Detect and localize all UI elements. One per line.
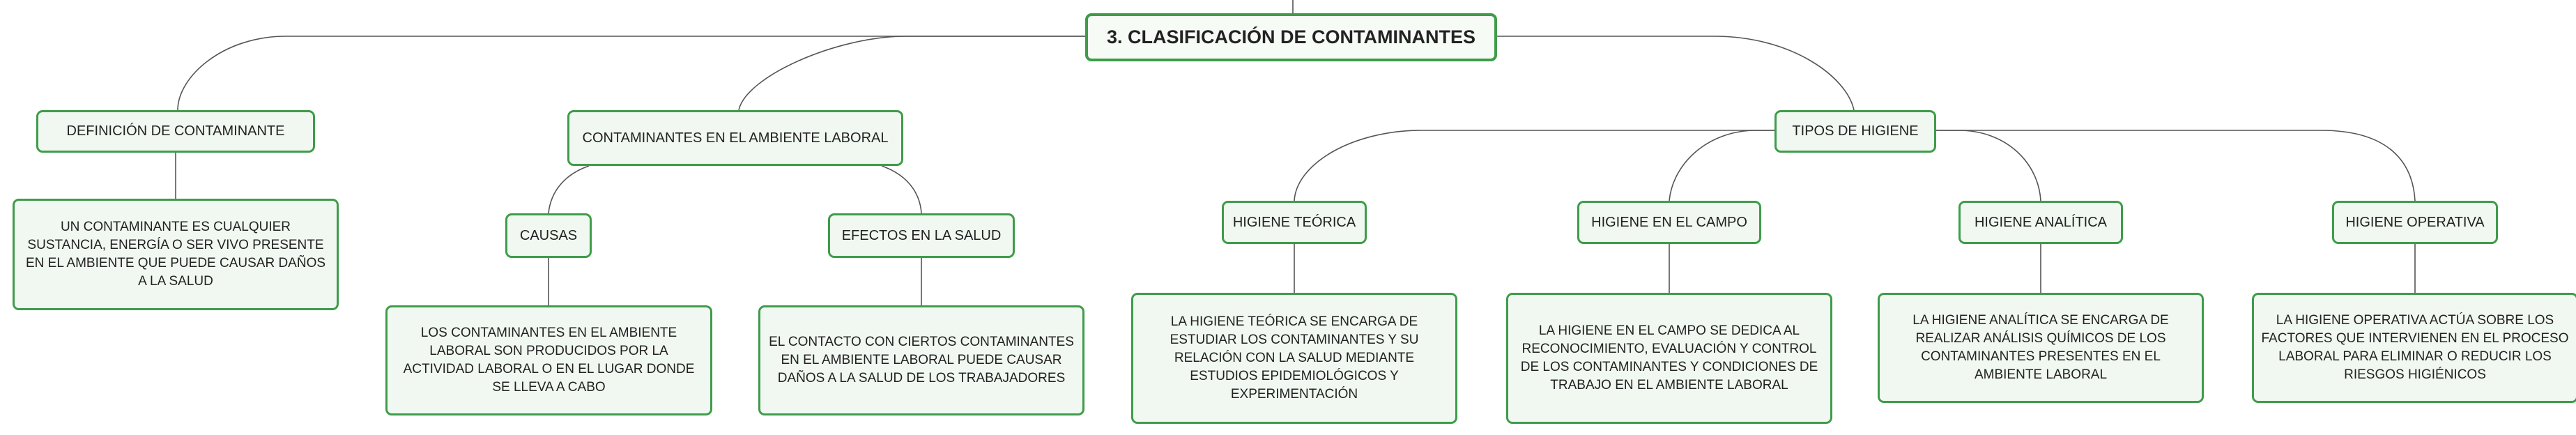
root-node-title[interactable]: 3. CLASIFICACIÓN DE CONTAMINANTES bbox=[1085, 13, 1497, 61]
connector-ambiente-causas bbox=[548, 165, 590, 214]
node-higiene-campo[interactable]: HIGIENE EN EL CAMPO bbox=[1577, 201, 1761, 244]
node-higiene-teorica[interactable]: HIGIENE TEÓRICA bbox=[1222, 201, 1367, 244]
connector-root-definicion bbox=[177, 36, 1085, 111]
node-higiene-operativa-text[interactable]: LA HIGIENE OPERATIVA ACTÚA SOBRE LOS FAC… bbox=[2252, 293, 2576, 403]
node-efectos-text[interactable]: EL CONTACTO CON CIERTOS CONTAMINANTES EN… bbox=[758, 305, 1084, 415]
node-higiene-teorica-text[interactable]: LA HIGIENE TEÓRICA SE ENCARGA DE ESTUDIA… bbox=[1131, 293, 1457, 424]
node-efectos-salud[interactable]: EFECTOS EN LA SALUD bbox=[828, 213, 1015, 258]
node-higiene-operativa[interactable]: HIGIENE OPERATIVA bbox=[2332, 201, 2498, 244]
connector-tipos-teorica bbox=[1294, 130, 1774, 201]
node-higiene-analitica-text[interactable]: LA HIGIENE ANALÍTICA SE ENCARGA DE REALI… bbox=[1878, 293, 2204, 403]
connector-tipos-operativa bbox=[1936, 130, 2416, 201]
node-causas[interactable]: CAUSAS bbox=[505, 213, 592, 258]
node-higiene-analitica[interactable]: HIGIENE ANALÍTICA bbox=[1958, 201, 2123, 244]
node-higiene-campo-text[interactable]: LA HIGIENE EN EL CAMPO SE DEDICA AL RECO… bbox=[1506, 293, 1832, 424]
connector-tipos-campo bbox=[1669, 130, 1774, 201]
node-causas-text[interactable]: LOS CONTAMINANTES EN EL AMBIENTE LABORAL… bbox=[385, 305, 712, 415]
node-definicion-text[interactable]: UN CONTAMINANTE ES CUALQUIER SUSTANCIA, … bbox=[13, 199, 339, 310]
node-tipos-higiene[interactable]: TIPOS DE HIGIENE bbox=[1774, 110, 1936, 153]
connector-root-ambiente bbox=[738, 36, 1085, 111]
node-contaminantes-ambiente-laboral[interactable]: CONTAMINANTES EN EL AMBIENTE LABORAL bbox=[567, 110, 903, 166]
connector-root-tipos bbox=[1497, 36, 1855, 111]
node-definicion-contaminante[interactable]: DEFINICIÓN DE CONTAMINANTE bbox=[36, 110, 315, 153]
connector-ambiente-efectos bbox=[881, 165, 922, 214]
connector-tipos-analitica bbox=[1936, 130, 2041, 201]
